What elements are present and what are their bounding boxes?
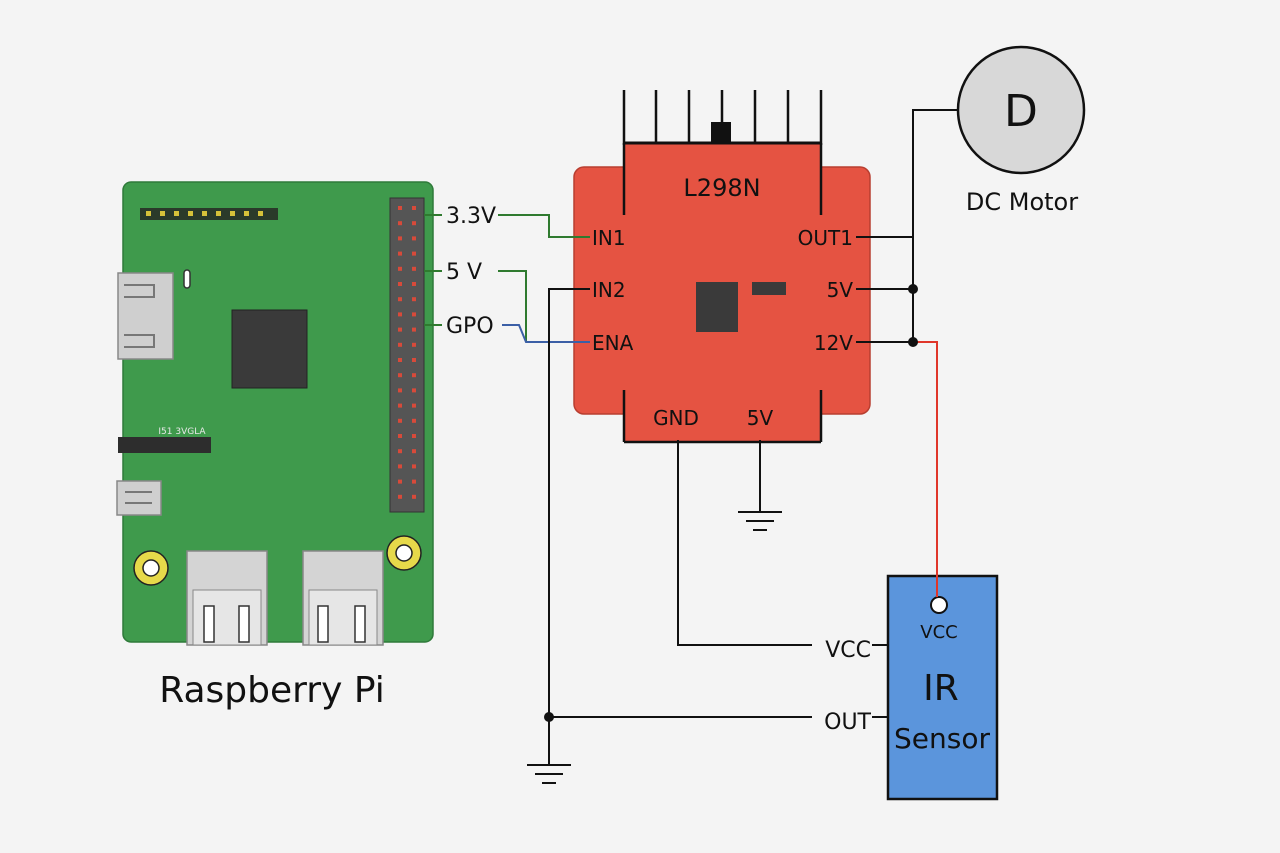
gpio-pin: [398, 221, 402, 226]
gpio-pin: [398, 403, 402, 408]
wire-motor: [912, 109, 958, 342]
ground-symbol-icon: [527, 764, 571, 784]
pin-5v-bottom: 5V: [747, 406, 774, 430]
gpio-pin: [412, 342, 416, 347]
gpio-pin: [398, 342, 402, 347]
heatsink-tab: [711, 122, 731, 144]
mounting-hole-icon: [386, 535, 422, 571]
raspberry-pi-board: I51 3VGLA: [116, 181, 434, 646]
usb-port-icon: [302, 550, 384, 646]
gpio-pin: [398, 251, 402, 256]
ir-sensor: VCC IR Sensor: [886, 574, 999, 801]
ir-subtitle: Sensor: [894, 722, 990, 755]
gpio-pin: [398, 464, 402, 469]
gpio-header-icon: [389, 197, 425, 513]
gpio-pin: [412, 206, 416, 210]
gpio-pin: [398, 388, 402, 393]
driver-ic: [696, 282, 738, 332]
wire-5v: [498, 270, 527, 342]
gpio-pin: [412, 373, 416, 378]
micro-usb-port-icon: [116, 480, 162, 516]
pin-gnd: GND: [653, 406, 699, 430]
gpio-pin: [412, 251, 416, 256]
dc-motor: D: [956, 45, 1086, 175]
gpio-pin: [398, 418, 402, 423]
gpio-pin: [412, 494, 416, 499]
ir-pin-out: OUT: [824, 710, 871, 735]
gpio-pin: [398, 327, 402, 332]
pin-label-5v: 5 V: [446, 260, 482, 285]
pin-12v: 12V: [814, 331, 853, 355]
gpio-pin: [398, 434, 402, 438]
gpio-pin: [398, 449, 402, 454]
ground-symbol-icon: [738, 511, 782, 531]
gpio-pin: [398, 479, 402, 484]
gpio-pin: [412, 312, 416, 317]
vcc-terminal-icon: [930, 596, 948, 614]
wire-gpio-ena: [502, 324, 590, 343]
mounting-hole-icon: [133, 550, 169, 586]
gpio-pin: [412, 479, 416, 484]
pin-in1: IN1: [592, 226, 626, 250]
gpio-pin: [412, 449, 416, 454]
l298n-title: L298N: [683, 174, 760, 202]
gpio-pin: [398, 358, 402, 362]
gpio-pin: [398, 266, 402, 271]
soc-chip: [231, 309, 308, 389]
gpio-pin: [412, 327, 416, 332]
pin-5v-right: 5V: [827, 278, 854, 302]
gpio-pin: [398, 494, 402, 499]
wire-3v3-in1: [498, 214, 590, 238]
wire-in2-gnd: [548, 288, 590, 765]
wires: [498, 109, 958, 765]
gpio-pin: [398, 206, 402, 210]
gpio-pin: [412, 236, 416, 241]
pi-pin-labels: 3.3V 5 V GPO: [424, 204, 496, 339]
pin-label-3v3: 3.3V: [446, 204, 496, 229]
gpio-pin: [412, 388, 416, 393]
pi-chip-text: I51 3VGLA: [158, 427, 206, 437]
gpio-pin: [398, 282, 402, 286]
motor-label: DC Motor: [966, 188, 1078, 216]
gpio-pin: [398, 312, 402, 317]
pin-label-gpio: GPO: [446, 314, 494, 339]
gpio-pin: [412, 403, 416, 408]
wire-gnd-vcc: [677, 440, 812, 646]
gpio-pin: [412, 221, 416, 226]
junction-dots: [544, 284, 918, 722]
gpio-pin: [398, 236, 402, 241]
led-indicator: [183, 269, 191, 289]
pi-top-pins: [146, 211, 263, 216]
hdmi-port-icon: [117, 272, 174, 360]
gpio-pin: [398, 373, 402, 378]
pin-in2: IN2: [592, 278, 626, 302]
usb-port-icon: [186, 550, 268, 646]
pin-out1: OUT1: [798, 226, 853, 250]
ir-pin-vcc: VCC: [825, 638, 871, 663]
heatsink-fins: [622, 90, 823, 145]
ir-title: IR: [923, 668, 959, 709]
gpio-pin: [412, 434, 416, 438]
gpio-pin: [412, 297, 416, 302]
l298n-module: L298N IN1 IN2 ENA OUT1 5V 12V GND 5V: [573, 90, 871, 444]
wire-12v-ir: [913, 341, 938, 597]
motor-symbol: D: [1004, 86, 1038, 137]
gpio-pin: [412, 282, 416, 286]
gpio-pin: [412, 358, 416, 362]
gpio-pin: [412, 266, 416, 271]
pin-ena: ENA: [592, 331, 634, 355]
gpio-pin: [412, 418, 416, 423]
gpio-pin: [412, 464, 416, 469]
ir-vcc-inner: VCC: [920, 622, 957, 643]
regulator-chip: [752, 282, 786, 295]
pi-label-chip: [118, 437, 211, 453]
gpio-pin: [398, 297, 402, 302]
raspberry-pi-label: Raspberry Pi: [159, 670, 385, 711]
